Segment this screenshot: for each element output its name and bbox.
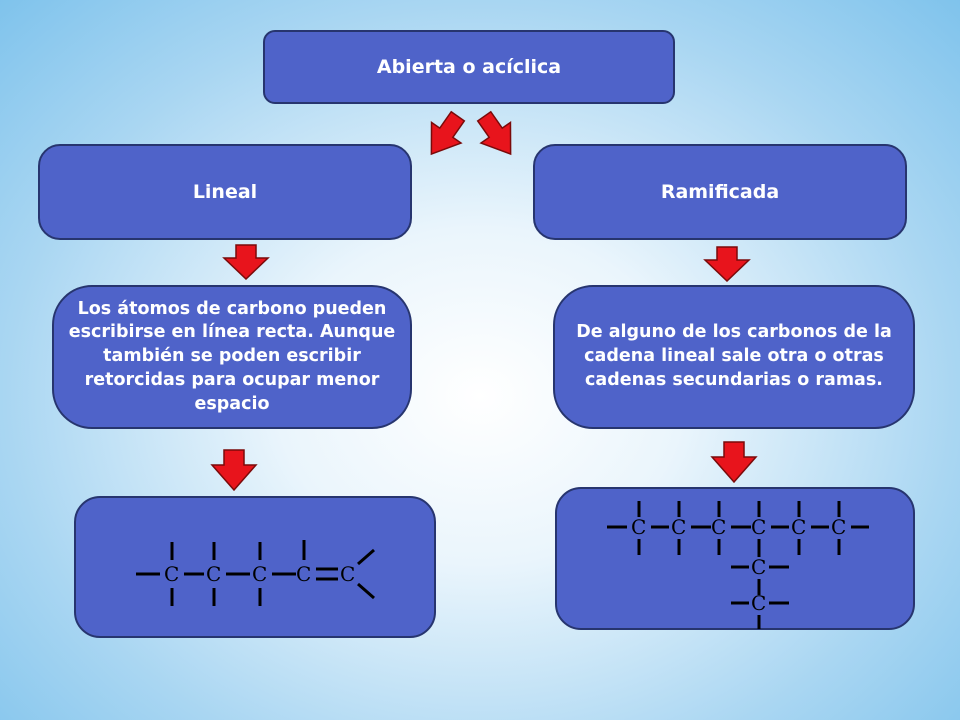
linear-structure-box <box>74 496 436 638</box>
lineal-label: Lineal <box>192 181 258 203</box>
ramificada-label: Ramificada <box>660 181 780 203</box>
lineal-node: Lineal <box>38 144 412 240</box>
linear-chain-structure: C C C C C <box>136 540 375 606</box>
ramificada-description-text: De alguno de los carbonos de la cadena l… <box>576 322 892 390</box>
carbon-atom: C <box>751 515 766 539</box>
carbon-atom: C <box>791 515 806 539</box>
ramificada-node: Ramificada <box>533 144 907 240</box>
carbon-atom: C <box>296 562 311 586</box>
carbon-atom: C <box>671 515 686 539</box>
root-node: Abierta o acíclica <box>263 30 675 104</box>
arrow-down-right-icon <box>476 110 512 156</box>
carbon-atom: C <box>164 562 179 586</box>
carbon-atom: C <box>340 562 355 586</box>
carbon-atom: C <box>206 562 221 586</box>
carbon-atom: C <box>751 555 766 579</box>
arrow-down-icon <box>222 244 270 280</box>
lineal-description-text: Los átomos de carbono pueden escribirse … <box>68 298 396 414</box>
arrow-down-icon <box>710 441 758 483</box>
root-label: Abierta o acíclica <box>376 56 562 78</box>
carbon-atom: C <box>751 591 766 615</box>
carbon-atom: C <box>631 515 646 539</box>
carbon-atom: C <box>711 515 726 539</box>
carbon-atom: C <box>831 515 846 539</box>
branched-chain-structure: C C C C C C C C <box>607 501 869 629</box>
ramificada-description: De alguno de los carbonos de la cadena l… <box>553 285 915 429</box>
carbon-atom: C <box>252 562 267 586</box>
arrow-down-left-icon <box>430 110 466 156</box>
arrow-down-icon <box>703 246 751 282</box>
lineal-description: Los átomos de carbono pueden escribirse … <box>52 285 412 429</box>
arrow-down-icon <box>210 449 258 491</box>
branched-structure-box <box>555 487 915 630</box>
